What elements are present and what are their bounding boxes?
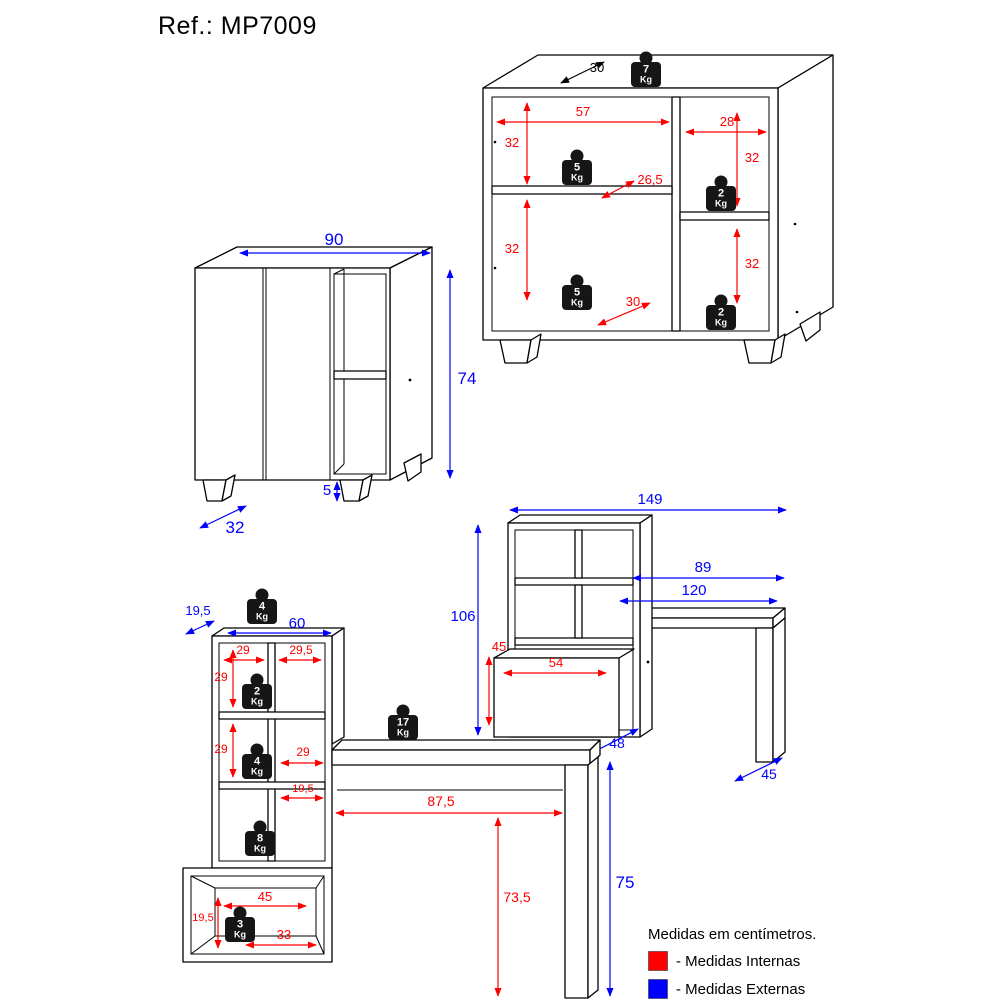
dim-bookshelf-left-upper-height: 32	[505, 135, 519, 150]
weight-badge-3kg: 3 Kg	[225, 906, 255, 942]
desk-tower-dimensions: 19,5 60 29 29,5 29 29 29 19,5 87,5 73,5 …	[185, 603, 635, 997]
weight-value: 2	[254, 686, 260, 698]
dim-tower-inner-height: 73,5	[503, 889, 530, 905]
weight-unit: Kg	[251, 697, 263, 707]
pin-hole	[795, 310, 799, 314]
dim-sideboard-width: 90	[325, 230, 344, 249]
weight-badge-17kg: 17 Kg	[388, 704, 418, 740]
weight-badge-2kg-bottom: 2 Kg	[706, 294, 736, 330]
pin-hole	[408, 378, 412, 382]
dim-bookshelf-left-width: 57	[576, 104, 590, 119]
dim-cabinet-inner-width: 45	[258, 889, 272, 904]
dim-hutch-niche-width: 54	[549, 655, 563, 670]
internal-color	[648, 951, 668, 971]
weight-badge-5kg-shelf: 5 Kg	[562, 149, 592, 185]
legend: Medidas em centímetros. - Medidas Intern…	[648, 926, 816, 999]
pin-hole	[493, 266, 497, 270]
desk-hutch-dimensions: 149 89 120 106 45 54 48 45	[450, 491, 787, 782]
weight-value: 17	[397, 717, 409, 729]
weight-unit: Kg	[640, 75, 652, 85]
weight-unit: Kg	[234, 930, 246, 940]
weight-badge-5kg-bottom: 5 Kg	[562, 274, 592, 310]
external-color	[648, 979, 668, 999]
sideboard-drawing	[194, 246, 433, 502]
weight-value: 8	[257, 833, 263, 845]
internal-measure-swatch	[648, 951, 668, 971]
dim-bookshelf-shelf-depth: 26,5	[637, 172, 662, 187]
dim-bookshelf-bottom-depth: 30	[626, 294, 640, 309]
dim-tower-niche1-height: 29	[214, 670, 228, 684]
weight-value: 4	[259, 601, 266, 613]
weight-unit: Kg	[715, 199, 727, 209]
dim-sideboard-depth: 32	[226, 518, 245, 537]
weight-value: 2	[718, 307, 724, 319]
legend-title: Medidas em centímetros.	[648, 926, 817, 943]
weight-badge-4kg-niche: 4 Kg	[242, 743, 272, 779]
legend-row-internal: - Medidas Internas	[648, 951, 816, 971]
weight-unit: Kg	[571, 173, 583, 183]
dim-cabinet-inner-height: 19,5	[192, 912, 213, 924]
weight-value: 3	[237, 919, 243, 931]
weight-badge-2kg-shelf: 2 Kg	[706, 175, 736, 211]
dim-bookshelf-right-width: 28	[720, 114, 734, 129]
dim-cabinet-opening-width: 33	[277, 927, 291, 942]
bookshelf-drawing	[482, 54, 834, 364]
sideboard-dimensions: 90 74 5 32	[199, 230, 477, 537]
dim-tower-cell-right-width: 29,5	[289, 643, 313, 657]
weight-unit: Kg	[571, 298, 583, 308]
dim-tower-niche-right-width: 29	[296, 745, 310, 759]
weight-unit: Kg	[256, 612, 268, 622]
weight-value: 7	[643, 64, 649, 76]
pin-hole	[793, 222, 797, 226]
legend-external-label: - Medidas Externas	[676, 980, 806, 998]
dim-bookshelf-left-lower-height: 32	[505, 241, 519, 256]
legend-row-external: - Medidas Externas	[648, 979, 816, 999]
dim-hutch-desk-width: 89	[695, 559, 712, 576]
weight-badge-7kg: 7 Kg	[631, 51, 661, 87]
page-title: Ref.: MP7009	[158, 12, 317, 40]
dim-hutch-desk-depth: 45	[761, 766, 777, 782]
dim-bookshelf-right-upper-height: 32	[745, 150, 759, 165]
weight-badge-8kg: 8 Kg	[245, 820, 275, 856]
dim-hutch-depth: 48	[609, 735, 625, 751]
dim-bookshelf-top-depth: 30	[590, 60, 604, 75]
dim-sideboard-height: 74	[458, 369, 477, 388]
weight-value: 2	[718, 188, 724, 200]
desk-hutch-drawing	[493, 514, 786, 763]
weight-unit: Kg	[715, 318, 727, 328]
weight-value: 4	[254, 756, 261, 768]
weight-badge-4kg-top: 4 Kg	[247, 588, 277, 624]
dim-tower-cell-left-width: 29	[236, 643, 250, 657]
weight-value: 5	[574, 162, 580, 174]
dim-sideboard-foot-height: 5	[323, 482, 331, 499]
pin-hole	[493, 140, 497, 144]
dim-tower-top-depth: 19,5	[185, 603, 210, 618]
bookshelf-dimensions: 30 57 28 32 32 26,5 32 32 30	[496, 60, 767, 326]
weight-unit: Kg	[397, 728, 409, 738]
legend-internal-label: - Medidas Internas	[676, 952, 801, 970]
dim-hutch-height: 106	[450, 608, 475, 625]
dim-tower-desk-height: 75	[616, 873, 635, 892]
dim-tower-top-width: 60	[289, 615, 306, 632]
dim-hutch-total-width: 149	[637, 491, 662, 508]
weight-unit: Kg	[251, 767, 263, 777]
dim-tower-niche-right-depth: 19,5	[292, 783, 313, 795]
weight-badge-2kg-niche: 2 Kg	[242, 673, 272, 709]
dim-hutch-niche-height: 45	[492, 639, 506, 654]
weight-unit: Kg	[254, 844, 266, 854]
dim-tower-niche2-height: 29	[214, 742, 228, 756]
dim-tower-inner-width: 87,5	[427, 793, 454, 809]
pin-hole	[646, 660, 650, 664]
dim-bookshelf-right-lower-height: 32	[745, 256, 759, 271]
external-measure-swatch	[648, 979, 668, 999]
dim-hutch-tabletop-width: 120	[681, 582, 706, 599]
weight-value: 5	[574, 287, 580, 299]
